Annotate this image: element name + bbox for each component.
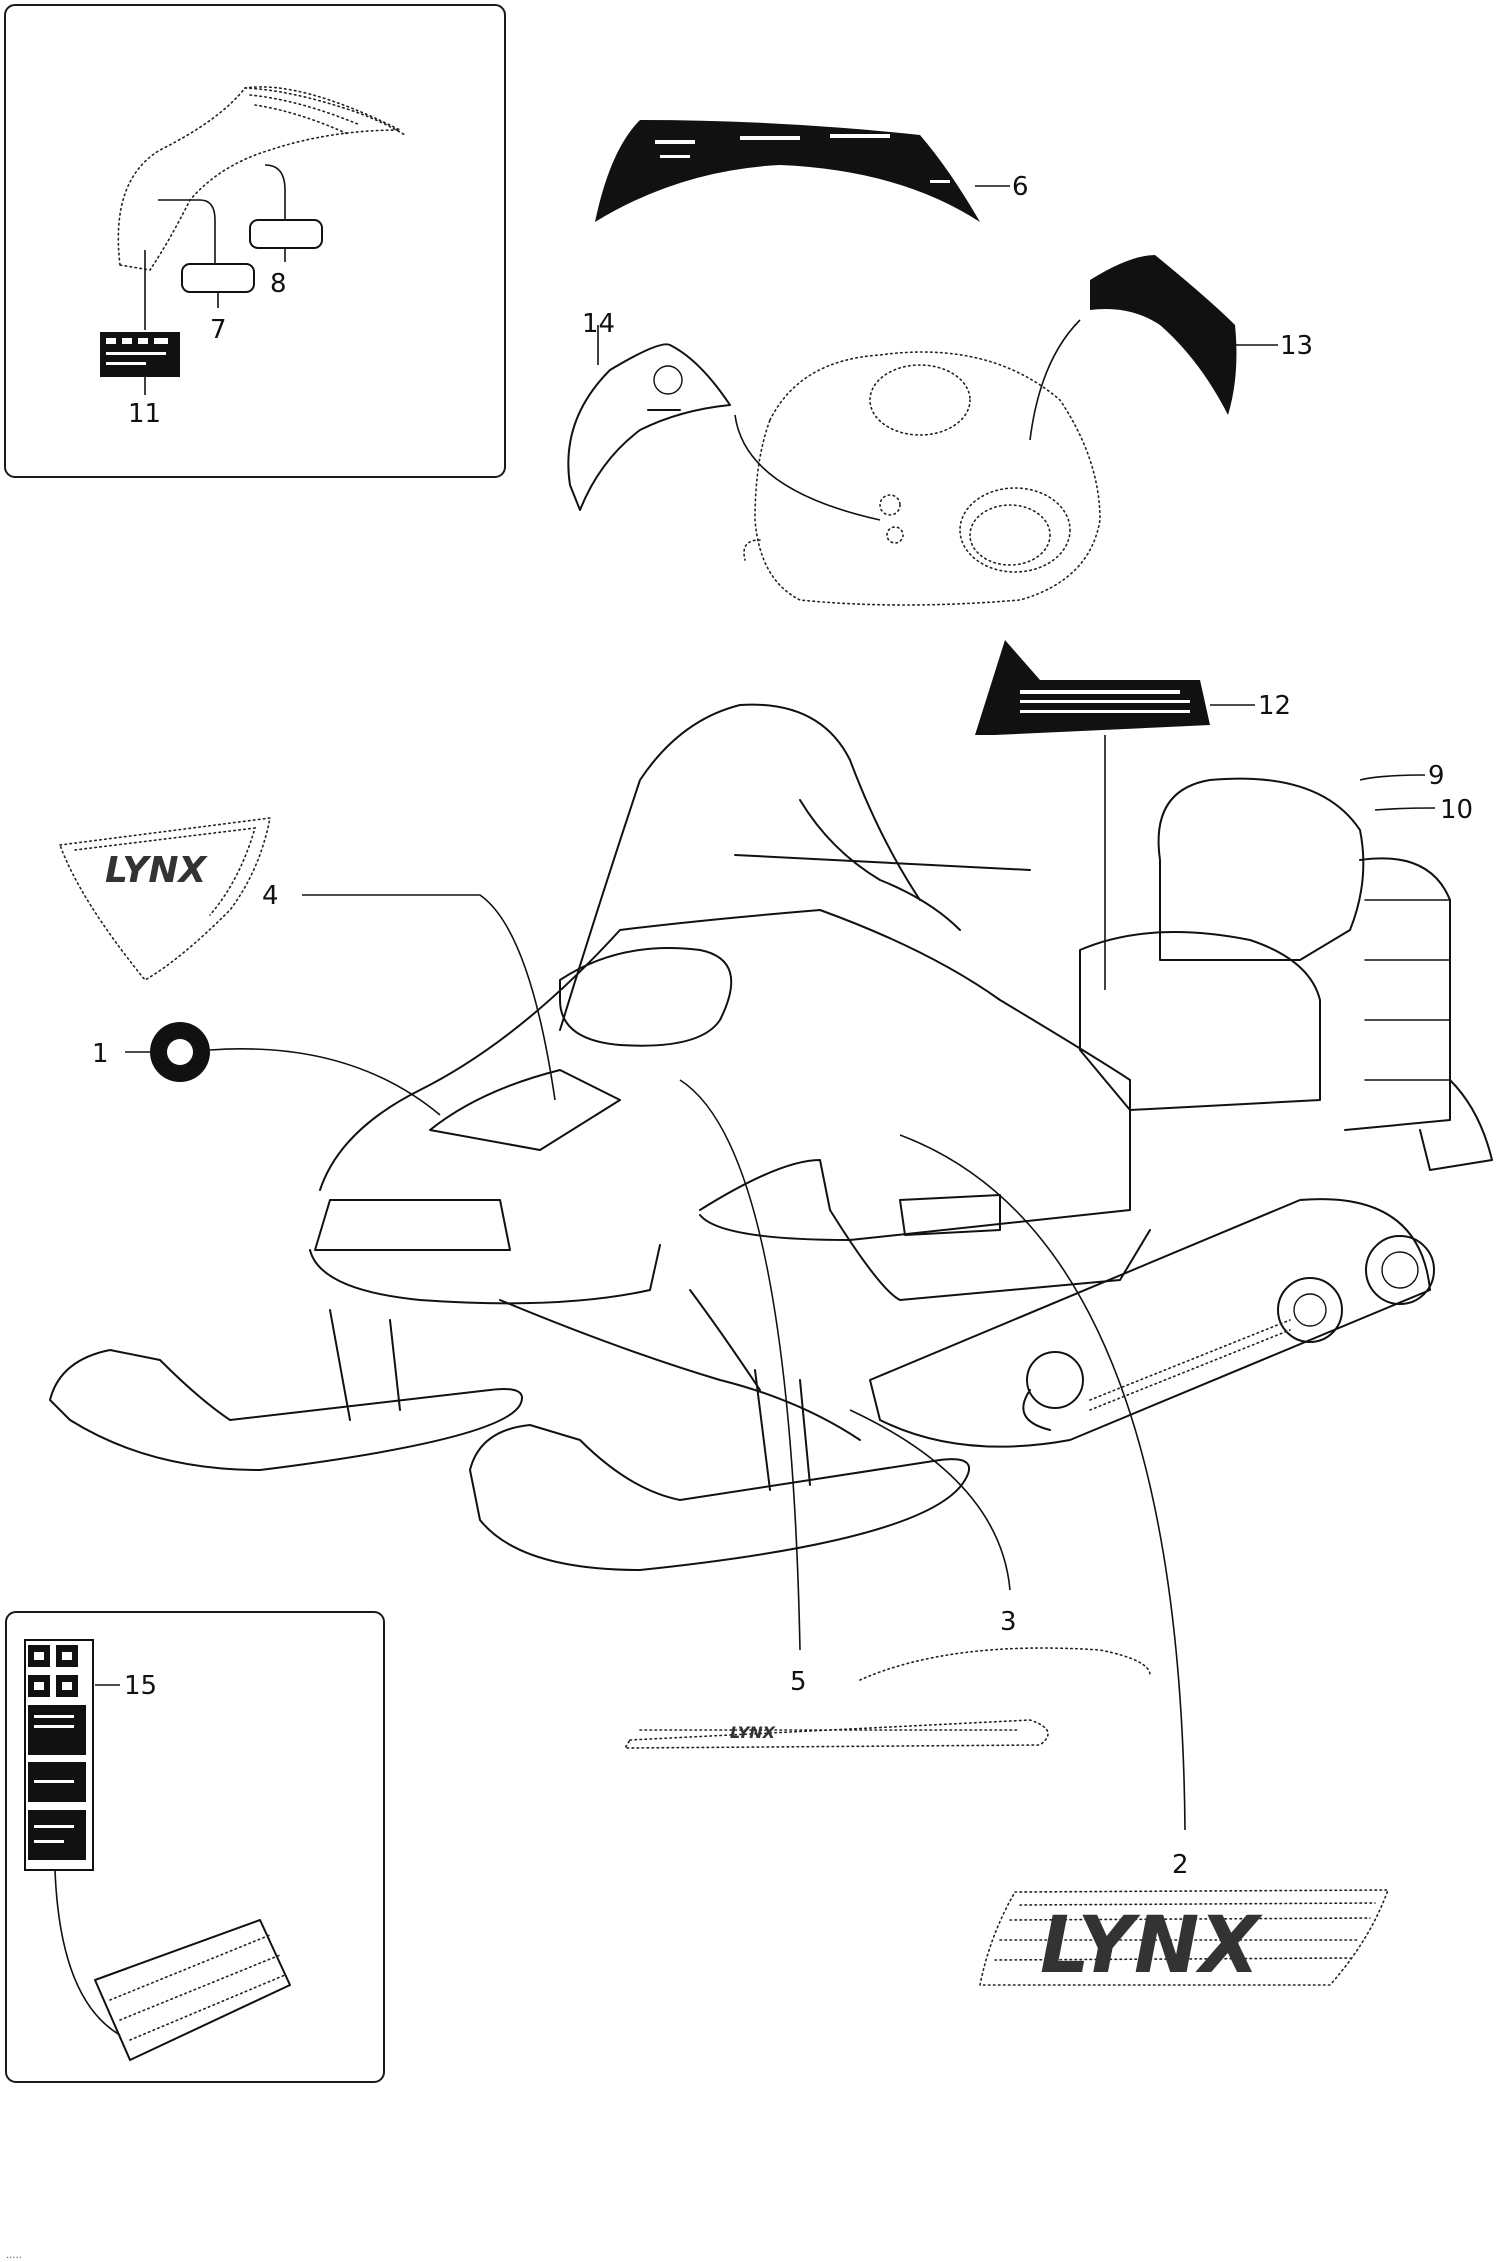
rear-rack [1344,857,1451,1131]
fender-hatch [244,87,406,136]
decal-4-shape [58,817,271,982]
decal-5-strip [623,1719,1049,1749]
callout-10: 10 [1440,795,1473,825]
ski-left [49,1349,523,1471]
engine-area: 13 14 [567,255,1313,606]
decal-2-shape [979,1889,1390,1986]
rear-fender-outline [117,86,401,271]
bogie-wheel-rear [1365,1235,1435,1305]
lower-callouts: 5 3 LYNX 2 LYNX [623,1079,1390,1991]
decal-12-group: 12 [975,640,1291,990]
bogie-wheel-front [1026,1351,1084,1409]
large-logo-text: LYNX [1040,1901,1263,1991]
callout-14: 14 [582,309,615,339]
callout-6: 6 [1012,172,1029,202]
windshield [559,703,921,1031]
decal-3-strip [859,1647,1151,1681]
engine-outline [754,351,1101,606]
snowmobile [49,703,1493,1571]
hood [319,909,1131,1241]
decal-8 [249,219,323,249]
clutch-cover [969,504,1051,566]
cylinder [869,364,971,436]
callout-15: 15 [124,1671,157,1701]
callout-4-group: LYNX 4 [58,817,556,1101]
callout-2: 2 [1172,1850,1189,1880]
side-strip-text: LYNX [730,1723,776,1742]
hood-logo-text: LYNX [105,850,209,891]
callout-1-group: 1 [92,1022,441,1116]
decal-15-location [94,1919,291,2061]
backrest [1157,777,1365,961]
side-panel [699,1159,1151,1301]
inset-frame-2 [5,1611,385,2083]
callout-4: 4 [262,881,279,911]
callout-13: 13 [1280,331,1313,361]
callout-1: 1 [92,1039,109,1069]
callout-11: 11 [128,399,161,429]
front-fascia [314,1199,511,1251]
callout-9: 9 [1428,761,1445,791]
seat [1079,931,1321,1111]
callout-12: 12 [1258,691,1291,721]
inset-frame [4,4,506,478]
decal-7 [181,263,255,293]
decal-6 [595,120,980,222]
ski-right [469,1424,971,1571]
callout-9-10-group: 9 10 [1359,761,1473,825]
track-tread [1089,1319,1291,1411]
inset-bottom-left: 15 [5,1611,385,2083]
callout-3: 3 [1000,1607,1017,1637]
decal-12 [975,640,1210,735]
tunnel [869,1198,1431,1448]
corner-mark: ..... [6,2250,22,2261]
bogie-wheel-mid [1277,1277,1343,1343]
decal-6-group: 6 [595,120,1029,222]
headlight-pod [559,947,733,1047]
inset-top-left: 7 8 11 [4,4,506,478]
callout-5: 5 [790,1667,807,1697]
decal-13 [1090,255,1237,415]
callout-8: 8 [270,269,287,299]
decal-14 [567,343,731,511]
callout-7: 7 [210,315,227,345]
handlebar [734,854,1031,871]
